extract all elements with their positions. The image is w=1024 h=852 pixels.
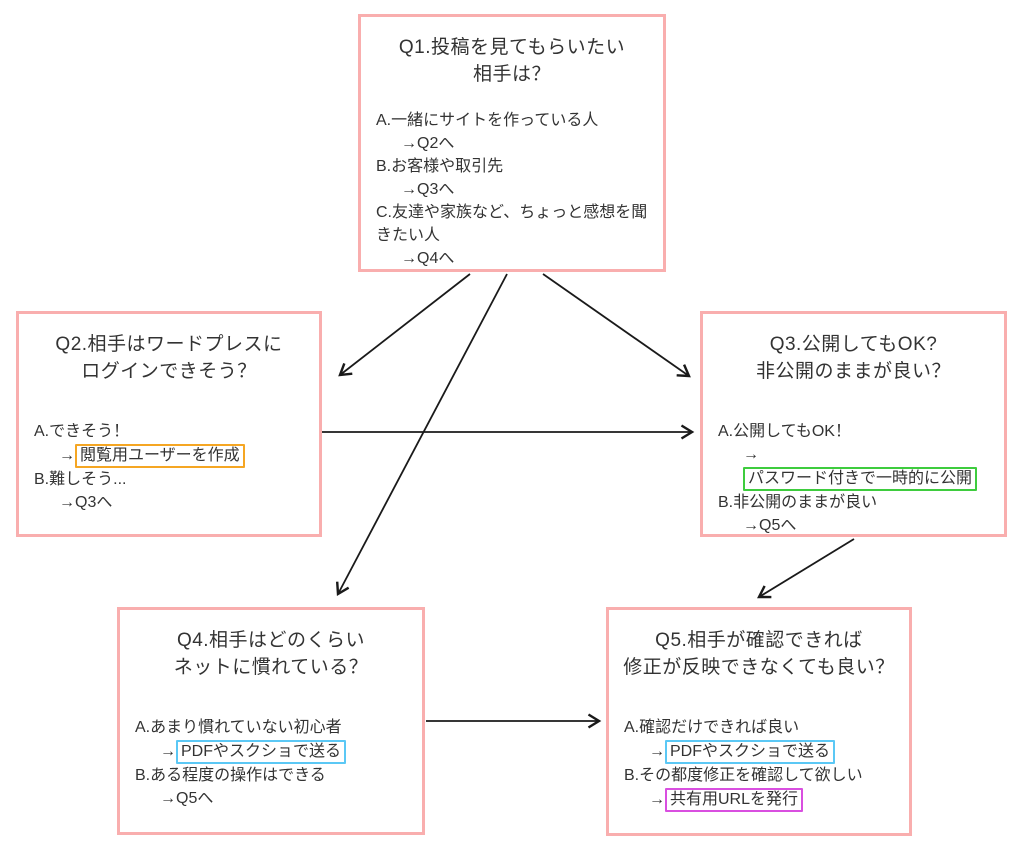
option-line: →Q2へ	[401, 135, 455, 152]
option-line: A.できそう！	[34, 423, 130, 440]
q5-box: Q5.相手が確認できれば 修正が反映できなくても良い？ A.確認だけできれば良い…	[606, 607, 912, 836]
highlight-password-protected-publish: パスワード付きで一時的に公開	[743, 467, 978, 491]
q5-title-line1: Q5.相手が確認できれば	[655, 630, 863, 651]
option-line: →PDFやスクショで送る	[135, 739, 410, 764]
option-line: B.難しそう...	[34, 471, 127, 488]
q2-title-line1: Q2.相手はワードプレスに	[55, 334, 283, 355]
arrow-prefix: →	[649, 791, 665, 808]
arrow-q1-to-q4	[335, 273, 508, 597]
q2-title: Q2.相手はワードプレスに ログインできそう？	[19, 331, 319, 385]
q3-options: A.公開してもOK！ → パスワード付きで一時的に公開 B.非公開のままが良い →…	[703, 420, 1004, 537]
option-line: →共有用URLを発行	[624, 787, 897, 812]
q4-box: Q4.相手はどのくらい ネットに慣れている？ A.あまり慣れていない初心者 →P…	[117, 607, 425, 835]
q2-box: Q2.相手はワードプレスに ログインできそう？ A.できそう！ →閲覧用ユーザー…	[16, 311, 322, 537]
option-line: → パスワード付きで一時的に公開	[718, 443, 992, 491]
highlight-send-pdf-screenshot: PDFやスクショで送る	[176, 740, 347, 764]
option-line: →Q5へ	[160, 790, 214, 807]
arrow-prefix: →	[160, 743, 176, 760]
q1-title-line1: Q1.投稿を見てもらいたい	[398, 37, 626, 58]
q5-title-line2: 修正が反映できなくても良い？	[623, 657, 895, 678]
option-line: →Q3へ	[401, 181, 455, 198]
option-line: B.お客様や取引先	[376, 158, 504, 175]
q2-options: A.できそう！ →閲覧用ユーザーを作成 B.難しそう... →Q3へ	[19, 420, 319, 514]
arrow-prefix: →	[649, 743, 665, 760]
q3-title-line1: Q3.公開してもOK?	[769, 334, 938, 355]
q1-title-line2: 相手は？	[472, 64, 551, 85]
q5-options: A.確認だけできれば良い →PDFやスクショで送る B.その都度修正を確認して欲…	[609, 716, 909, 812]
arrow-q1-to-q3	[542, 273, 691, 378]
option-line: →PDFやスクショで送る	[624, 739, 897, 764]
q3-title-line2: 非公開のままが良い？	[755, 361, 951, 382]
option-line: C.友達や家族など、ちょっと感想を聞きたい人	[376, 204, 648, 244]
q1-options: A.一緒にサイトを作っている人 →Q2へ B.お客様や取引先 →Q3へ C.友達…	[361, 109, 663, 270]
q4-title-line1: Q4.相手はどのくらい	[176, 630, 366, 651]
highlight-create-viewing-user: 閲覧用ユーザーを作成	[75, 444, 245, 468]
q3-title: Q3.公開してもOK? 非公開のままが良い？	[703, 331, 1004, 385]
option-line: A.あまり慣れていない初心者	[135, 719, 342, 736]
q4-title-line2: ネットに慣れている？	[173, 657, 369, 678]
option-line: A.公開してもOK！	[718, 423, 851, 440]
q4-options: A.あまり慣れていない初心者 →PDFやスクショで送る B.ある程度の操作はでき…	[120, 716, 422, 810]
arrow-q1-to-q2	[338, 273, 471, 377]
arrow-q3-to-q5	[757, 538, 855, 599]
option-line: B.非公開のままが良い	[718, 494, 878, 511]
option-line: →閲覧用ユーザーを作成	[34, 443, 307, 468]
q5-title: Q5.相手が確認できれば 修正が反映できなくても良い？	[609, 627, 909, 681]
option-line: →Q3へ	[59, 494, 113, 511]
arrow-prefix: →	[743, 446, 759, 463]
highlight-send-pdf-screenshot: PDFやスクショで送る	[665, 740, 836, 764]
q3-box: Q3.公開してもOK? 非公開のままが良い？ A.公開してもOK！ → パスワード…	[700, 311, 1007, 537]
arrow-prefix: →	[59, 447, 75, 464]
q4-title: Q4.相手はどのくらい ネットに慣れている？	[120, 627, 422, 681]
q2-title-line2: ログインできそう？	[81, 361, 257, 382]
option-line: →Q5へ	[743, 517, 797, 534]
option-line: B.ある程度の操作はできる	[135, 767, 326, 784]
option-line: A.一緒にサイトを作っている人	[376, 112, 599, 129]
q1-box: Q1.投稿を見てもらいたい 相手は？ A.一緒にサイトを作っている人 →Q2へ …	[358, 14, 666, 272]
option-line: B.その都度修正を確認して欲しい	[624, 767, 863, 784]
option-line: A.確認だけできれば良い	[624, 719, 800, 736]
highlight-issue-share-url: 共有用URLを発行	[665, 788, 804, 812]
option-line: →Q4へ	[401, 250, 455, 267]
q1-title: Q1.投稿を見てもらいたい 相手は？	[361, 34, 663, 88]
